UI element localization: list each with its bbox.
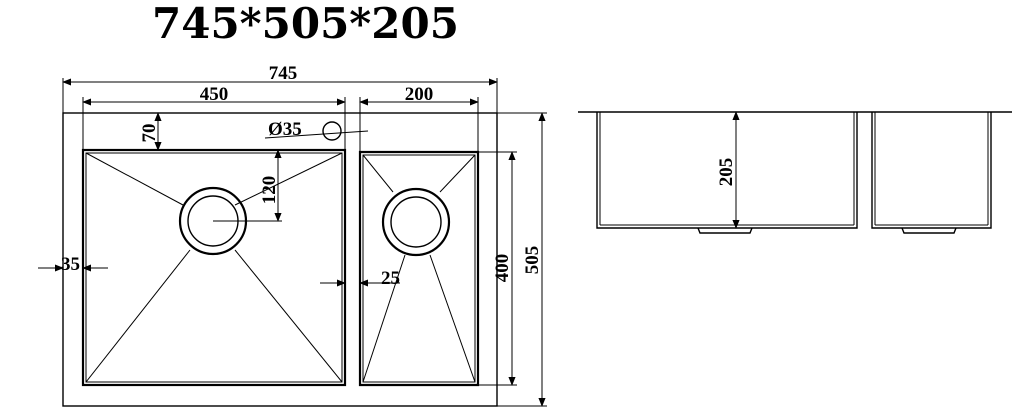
dim-side-margin: 35 bbox=[61, 254, 80, 275]
side-view: 205 bbox=[578, 111, 1012, 234]
dim-faucet-hole-diameter: Ø35 bbox=[268, 119, 302, 140]
sink-outer-outline bbox=[62, 112, 498, 407]
small-bowl bbox=[358, 150, 480, 387]
side-small-bowl bbox=[871, 112, 992, 229]
dim-faucet-offset: 70 bbox=[139, 124, 160, 143]
top-view: 745 450 200 70 Ø35 120 35 25 400 bbox=[38, 63, 547, 407]
dim-depth: 205 bbox=[716, 158, 737, 187]
side-large-drain bbox=[697, 227, 753, 234]
dim-divider-gap: 25 bbox=[381, 268, 400, 289]
dim-drain-offset: 120 bbox=[259, 176, 280, 205]
small-drain bbox=[381, 187, 451, 257]
dim-bowl-length: 400 bbox=[492, 254, 513, 283]
dim-overall-width: 745 bbox=[269, 63, 298, 84]
side-large-bowl bbox=[596, 112, 858, 229]
dim-overall-length: 505 bbox=[522, 246, 543, 275]
side-small-drain bbox=[901, 227, 957, 234]
drawing-title: 745*505*205 bbox=[152, 0, 459, 48]
faucet-hole bbox=[322, 121, 342, 141]
dim-large-bowl-width: 450 bbox=[200, 84, 229, 105]
dim-small-bowl-width: 200 bbox=[405, 84, 434, 105]
large-bowl bbox=[81, 148, 347, 387]
